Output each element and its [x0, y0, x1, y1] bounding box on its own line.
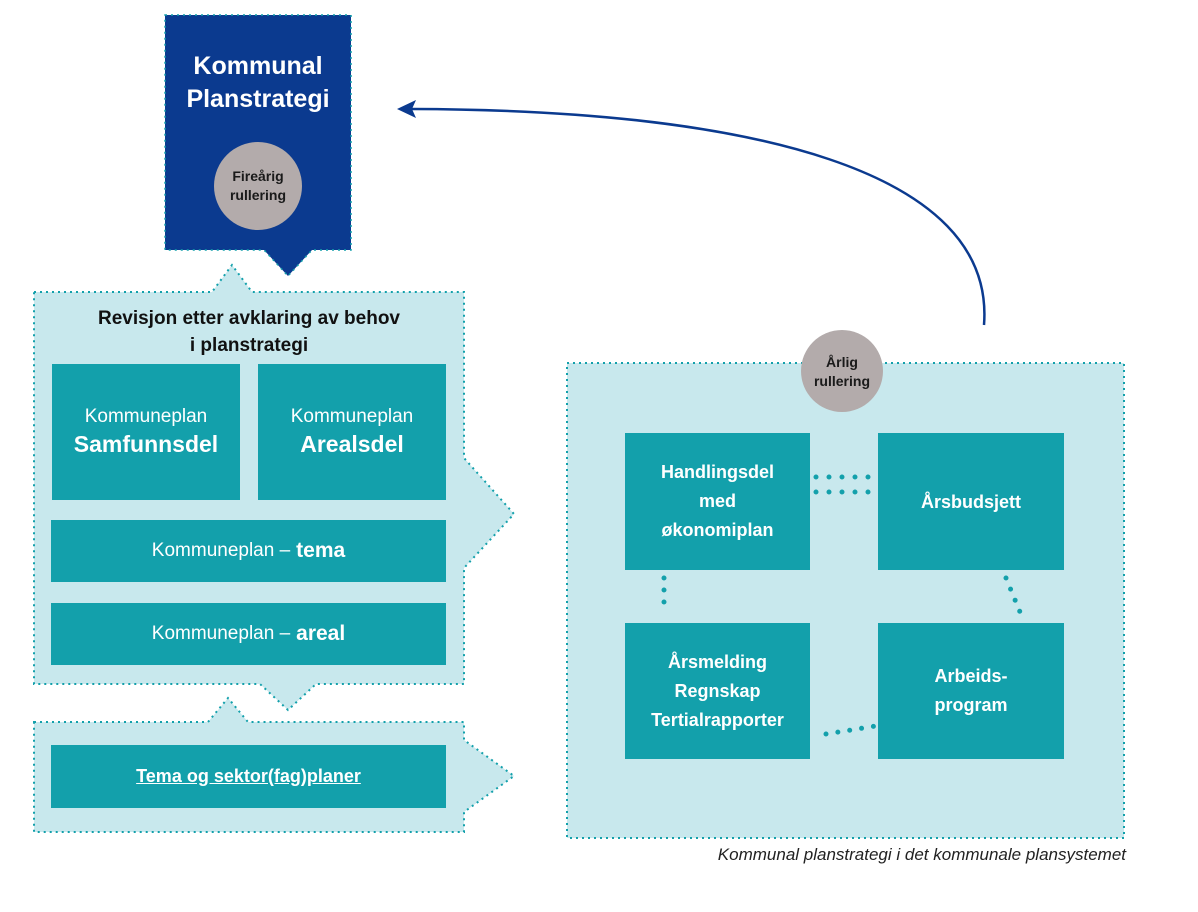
kommuneplan-samfunnsdel-box: Kommuneplan Samfunnsdel: [52, 364, 240, 500]
arbeidsprogram-line2: program: [934, 695, 1008, 715]
four-year-cycle-circle: [214, 142, 302, 230]
tema-prefix: Kommuneplan –: [151, 540, 291, 561]
arbeidsprogram-box: Arbeids- program: [878, 623, 1064, 759]
sector-plans-link[interactable]: Tema og sektor(fag)planer: [136, 766, 361, 786]
strategy-title-line2: Planstrategi: [186, 85, 330, 113]
arsbudsjett-label: Årsbudsjett: [920, 491, 1021, 512]
strategy-title-line1: Kommunal: [193, 52, 323, 80]
sector-plans-bar: Tema og sektor(fag)planer: [51, 745, 446, 808]
kommuneplan-areal-bar: Kommuneplan – areal: [51, 603, 446, 665]
arealsdel-name: Arealsdel: [300, 431, 404, 457]
revision-heading: Revisjon etter avklaring av behov i plan…: [34, 305, 464, 359]
handlingsdel-line3: økonomiplan: [661, 520, 774, 540]
tema-name: tema: [296, 539, 346, 562]
arbeidsprogram-line1: Arbeids-: [934, 666, 1008, 686]
arsbudsjett-box: Årsbudsjett: [878, 433, 1064, 570]
revision-heading-line1: Revisjon etter avklaring av behov: [97, 308, 400, 329]
annual-cycle-line2: rullering: [813, 373, 870, 389]
figure-caption: Kommunal planstrategi i det kommunale pl…: [717, 845, 1126, 864]
annual-cycle-label: Årlig rullering: [801, 353, 883, 391]
kommuneplan-arealsdel-box: Kommuneplan Arealsdel: [258, 364, 446, 500]
four-year-cycle-label: Fireårig rullering: [214, 167, 302, 205]
revision-heading-line2: i planstrategi: [189, 335, 309, 356]
annual-cycle-circle: [801, 330, 883, 412]
connector-bottom: [823, 723, 879, 737]
strategy-title: Kommunal Planstrategi: [165, 50, 351, 116]
four-year-cycle-line2: rullering: [229, 187, 286, 203]
feedback-arrow: [411, 107, 986, 326]
arsmelding-line1: Årsmelding: [667, 651, 768, 672]
annual-cycle-line1: Årlig: [826, 354, 858, 370]
handlingsdel-line2: med: [698, 491, 736, 511]
samfunnsdel-prefix: Kommuneplan: [84, 406, 208, 427]
areal-bar-name: areal: [296, 622, 346, 645]
four-year-cycle-line1: Fireårig: [232, 168, 284, 184]
arealsdel-prefix: Kommuneplan: [290, 406, 414, 427]
areal-bar-prefix: Kommuneplan –: [151, 623, 291, 644]
kommuneplan-tema-bar: Kommuneplan – tema: [51, 520, 446, 582]
arsmelding-box: Årsmelding Regnskap Tertialrapporter: [625, 623, 810, 759]
samfunnsdel-name: Samfunnsdel: [73, 431, 219, 457]
handlingsdel-line1: Handlingsdel: [660, 462, 774, 482]
arsmelding-line3: Tertialrapporter: [651, 709, 784, 730]
handlingsdel-box: Handlingsdel med økonomiplan: [625, 433, 810, 570]
feedback-arrow-head: [397, 100, 416, 118]
arsmelding-line2: Regnskap: [674, 680, 761, 701]
